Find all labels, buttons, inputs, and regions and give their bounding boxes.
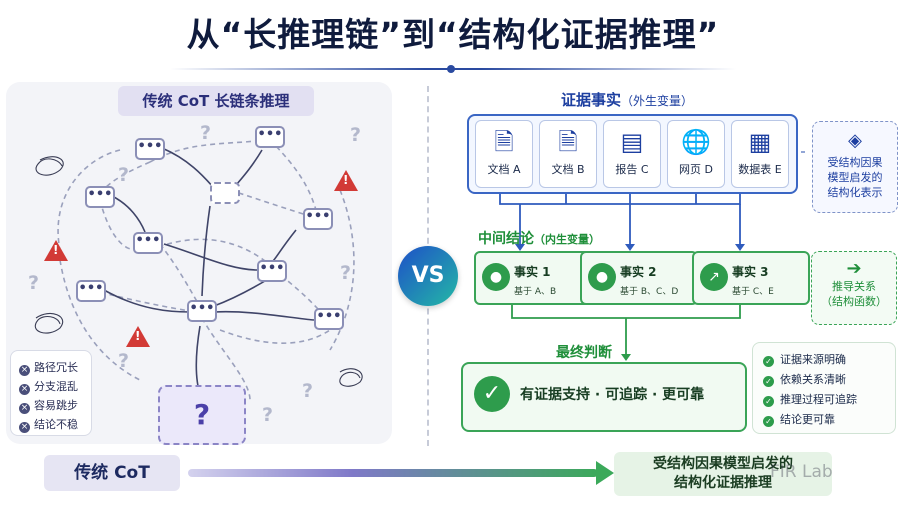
reasoning-node: •••: [76, 280, 106, 302]
x-circle-icon: ×: [19, 384, 30, 395]
title-underline-dot: [447, 65, 455, 73]
legend-item: ×分支混乱: [19, 380, 78, 395]
page-title: 从“长推理链”到“结构化证据推理”: [186, 15, 720, 54]
warning-icon: !: [126, 326, 150, 347]
evidence-document-b: 🗎 文档 B: [539, 120, 597, 188]
final-judgment-text: 有证据支持 · 可追踪 · 更可靠: [520, 387, 705, 403]
intermediate-title: 中间结论（内生变量）: [478, 231, 600, 247]
benefit-item: ✓依赖关系清晰: [763, 371, 846, 387]
traditional-cot-label: 传统 CoT: [44, 455, 180, 491]
question-mark-icon: ?: [302, 380, 314, 402]
x-circle-icon: ×: [19, 422, 30, 433]
evidence-webpage-d: 🌐 网页 D: [667, 120, 725, 188]
benefit-item: ✓结论更可靠: [763, 411, 835, 427]
reasoning-node: •••: [314, 308, 344, 330]
graph-nodes-icon: ●: [588, 263, 616, 291]
problem-legend: ×路径冗长 ×分支混乱 ×容易跳步 ×结论不稳: [10, 350, 92, 436]
reasoning-node: •••: [135, 138, 165, 160]
traditional-cot-header: 传统 CoT 长链条推理: [118, 86, 314, 116]
reasoning-node: •••: [133, 232, 163, 254]
question-mark-icon: ?: [118, 350, 130, 372]
evidence-report-c: ▤ 报告 C: [603, 120, 661, 188]
x-circle-icon: ×: [19, 403, 30, 414]
question-mark-icon: ?: [200, 122, 212, 144]
evidence-box: 🗎 文档 A 🗎 文档 B ▤ 报告 C 🌐 网页 D ▦ 数据表 E: [467, 114, 798, 194]
question-mark-icon: ?: [28, 272, 40, 294]
check-icon: ✓: [763, 396, 774, 407]
reasoning-node: •••: [85, 186, 115, 208]
question-mark-icon: ?: [340, 262, 352, 284]
question-mark-icon: ?: [262, 404, 274, 426]
globe-icon: 🌐: [681, 128, 711, 156]
legend-item: ×路径冗长: [19, 361, 78, 376]
evidence-table-e: ▦ 数据表 E: [731, 120, 789, 188]
vs-badge: VS: [398, 246, 458, 306]
x-circle-icon: ×: [19, 365, 30, 376]
check-icon: ✓: [763, 376, 774, 387]
reasoning-node-empty: [210, 182, 240, 204]
legend-item: ×结论不稳: [19, 418, 78, 433]
final-judgment-title: 最终判断: [556, 345, 612, 361]
check-icon: ✓: [763, 356, 774, 367]
fact-2-box: ● 事实 2 基于 B、C、D: [580, 251, 698, 305]
check-circle-icon: ✓: [474, 376, 510, 412]
question-mark-icon: ?: [350, 124, 362, 146]
graph-nodes-icon: ◈: [848, 130, 862, 151]
warning-icon: !: [334, 170, 358, 191]
derivation-note: ➔ 推导关系 （结构函数）: [811, 251, 897, 325]
arrow-right-icon: ➔: [846, 258, 862, 279]
fact-3-box: ↗ 事实 3 基于 C、E: [692, 251, 810, 305]
structured-representation-note: ◈ 受结构因果 模型启发的 结构化表示: [812, 121, 898, 213]
reasoning-node: •••: [257, 260, 287, 282]
reasoning-node: •••: [303, 208, 333, 230]
evidence-document-a: 🗎 文档 A: [475, 120, 533, 188]
report-chart-icon: ▤: [620, 128, 644, 156]
unclear-conclusion-box: ?: [158, 385, 246, 445]
document-icon: 🗎: [558, 128, 578, 156]
structured-evidence-label: 受结构因果模型启发的 结构化证据推理: [614, 452, 832, 496]
graph-nodes-icon: ●: [482, 263, 510, 291]
question-mark-icon: ?: [118, 164, 130, 186]
legend-item: ×容易跳步: [19, 399, 78, 414]
reasoning-node: •••: [187, 300, 217, 322]
transition-arrow-head: [596, 461, 614, 485]
evidence-title: 证据事实（外生变量）: [561, 91, 694, 109]
watermark: FIR Lab: [770, 462, 833, 482]
transition-arrow: [188, 469, 598, 477]
table-icon: ▦: [748, 128, 772, 156]
trend-chart-icon: ↗: [700, 263, 728, 291]
benefit-item: ✓推理过程可追踪: [763, 391, 857, 407]
reasoning-node: •••: [255, 126, 285, 148]
benefits-list: ✓证据来源明确 ✓依赖关系清晰 ✓推理过程可追踪 ✓结论更可靠: [752, 342, 896, 434]
benefit-item: ✓证据来源明确: [763, 351, 846, 367]
check-icon: ✓: [763, 416, 774, 427]
warning-icon: !: [44, 240, 68, 261]
fact-1-box: ● 事实 1 基于 A、B: [474, 251, 592, 305]
document-icon: 🗎: [494, 128, 514, 156]
